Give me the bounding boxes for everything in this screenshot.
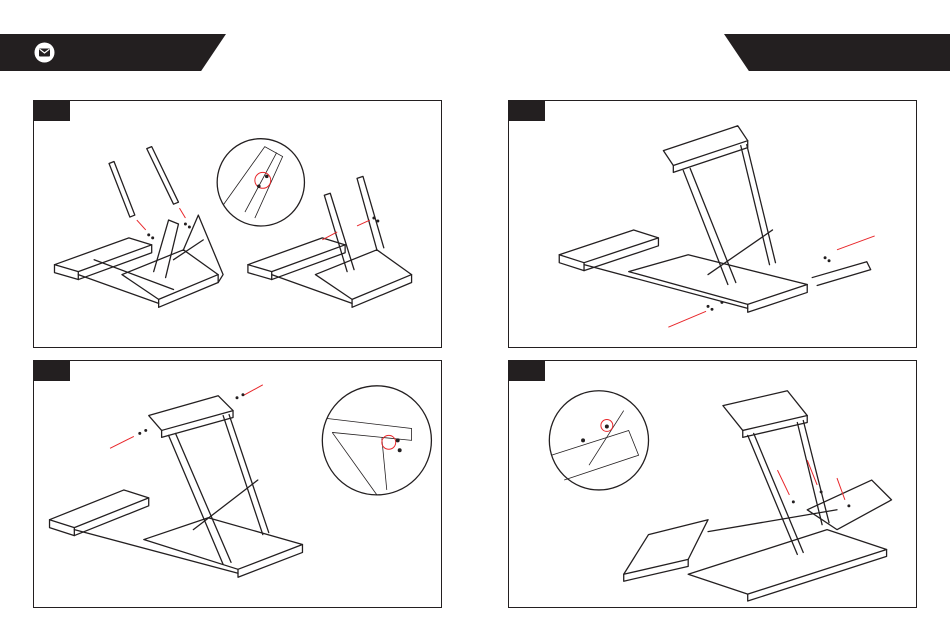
assembly-step-2-panel [508, 100, 917, 348]
assembly-step-1-panel [33, 100, 442, 348]
mail-icon [34, 42, 55, 63]
assembly-step-4-panel [508, 360, 917, 608]
assembly-illustration-step-2 [509, 101, 916, 347]
assembly-illustration-step-1 [34, 101, 441, 347]
header-banner-left [0, 34, 226, 71]
assembly-illustration-step-3 [34, 361, 441, 607]
assembly-illustration-step-4 [509, 361, 916, 607]
assembly-step-3-panel [33, 360, 442, 608]
header-banner-right [724, 34, 950, 71]
